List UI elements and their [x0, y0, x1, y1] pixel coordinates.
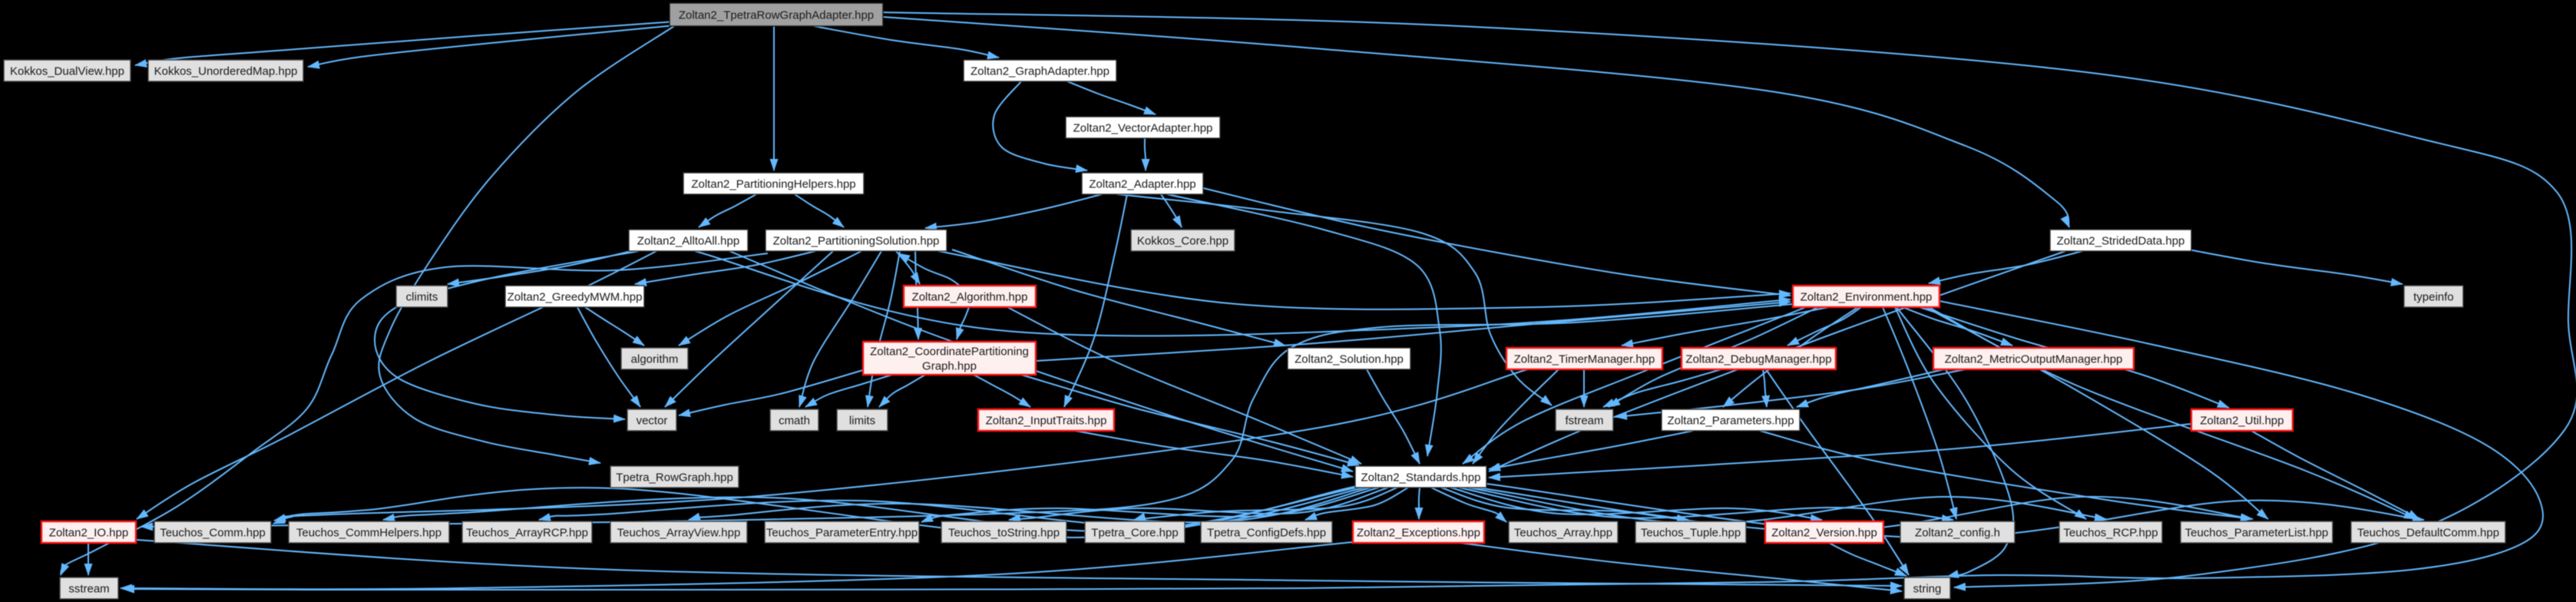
svg-text:sstream: sstream [68, 582, 109, 595]
svg-text:Zoltan2_Version.hpp: Zoltan2_Version.hpp [1771, 526, 1877, 539]
svg-text:Teuchos_RCP.hpp: Teuchos_RCP.hpp [2063, 526, 2158, 539]
svg-text:Zoltan2_PartitioningHelpers.hp: Zoltan2_PartitioningHelpers.hpp [691, 177, 855, 190]
svg-text:Zoltan2_StridedData.hpp: Zoltan2_StridedData.hpp [2057, 234, 2185, 247]
svg-text:Zoltan2_MetricOutputManager.hp: Zoltan2_MetricOutputManager.hpp [1945, 352, 2123, 366]
svg-text:Teuchos_ArrayView.hpp: Teuchos_ArrayView.hpp [617, 526, 741, 539]
svg-text:Zoltan2_Environment.hpp: Zoltan2_Environment.hpp [1801, 290, 1933, 303]
svg-text:Zoltan2_Solution.hpp: Zoltan2_Solution.hpp [1295, 352, 1404, 366]
svg-text:Zoltan2_PartitioningSolution.h: Zoltan2_PartitioningSolution.hpp [773, 234, 940, 247]
svg-text:Tpetra_RowGraph.hpp: Tpetra_RowGraph.hpp [616, 471, 733, 484]
svg-text:Teuchos_ArrayRCP.hpp: Teuchos_ArrayRCP.hpp [466, 526, 588, 539]
svg-text:Teuchos_ParameterEntry.hpp: Teuchos_ParameterEntry.hpp [766, 526, 918, 539]
svg-text:Kokkos_Core.hpp: Kokkos_Core.hpp [1137, 234, 1228, 247]
svg-text:Zoltan2_Standards.hpp: Zoltan2_Standards.hpp [1361, 471, 1481, 484]
svg-text:Teuchos_Comm.hpp: Teuchos_Comm.hpp [160, 526, 266, 539]
svg-text:Zoltan2_GraphAdapter.hpp: Zoltan2_GraphAdapter.hpp [971, 64, 1109, 78]
svg-text:Zoltan2_VectorAdapter.hpp: Zoltan2_VectorAdapter.hpp [1073, 121, 1213, 134]
svg-text:Zoltan2_config.h: Zoltan2_config.h [1915, 526, 2000, 539]
svg-text:Zoltan2_IO.hpp: Zoltan2_IO.hpp [49, 526, 128, 539]
svg-text:Zoltan2_TpetraRowGraphAdapter.: Zoltan2_TpetraRowGraphAdapter.hpp [679, 8, 874, 22]
svg-text:Teuchos_toString.hpp: Teuchos_toString.hpp [948, 526, 1060, 539]
svg-text:Zoltan2_InputTraits.hpp: Zoltan2_InputTraits.hpp [986, 414, 1107, 427]
svg-text:Zoltan2_TimerManager.hpp: Zoltan2_TimerManager.hpp [1514, 352, 1655, 366]
svg-text:Zoltan2_DebugManager.hpp: Zoltan2_DebugManager.hpp [1685, 352, 1831, 366]
svg-text:Teuchos_ParameterList.hpp: Teuchos_ParameterList.hpp [2185, 526, 2329, 539]
svg-text:algorithm: algorithm [631, 352, 679, 366]
svg-text:typeinfo: typeinfo [2413, 290, 2454, 303]
svg-text:string: string [1913, 582, 1942, 595]
svg-text:Zoltan2_GreedyMWM.hpp: Zoltan2_GreedyMWM.hpp [508, 290, 643, 303]
svg-text:Zoltan2_Parameters.hpp: Zoltan2_Parameters.hpp [1667, 414, 1794, 427]
svg-text:Zoltan2_CoordinatePartitioning: Zoltan2_CoordinatePartitioning [870, 345, 1029, 358]
svg-text:Graph.hpp: Graph.hpp [922, 359, 977, 372]
svg-text:Kokkos_DualView.hpp: Kokkos_DualView.hpp [10, 64, 124, 78]
svg-text:Tpetra_ConfigDefs.hpp: Tpetra_ConfigDefs.hpp [1207, 526, 1326, 539]
svg-text:Zoltan2_Adapter.hpp: Zoltan2_Adapter.hpp [1089, 177, 1195, 190]
svg-text:limits: limits [849, 414, 875, 427]
svg-text:cmath: cmath [779, 414, 810, 427]
svg-text:Zoltan2_Exceptions.hpp: Zoltan2_Exceptions.hpp [1357, 526, 1480, 539]
svg-text:Kokkos_UnorderedMap.hpp: Kokkos_UnorderedMap.hpp [154, 64, 298, 78]
svg-text:Tpetra_Core.hpp: Tpetra_Core.hpp [1091, 526, 1178, 539]
svg-text:Zoltan2_Util.hpp: Zoltan2_Util.hpp [2200, 414, 2283, 427]
svg-text:Teuchos_Array.hpp: Teuchos_Array.hpp [1514, 526, 1612, 539]
svg-text:vector: vector [637, 414, 668, 427]
svg-text:Teuchos_Tuple.hpp: Teuchos_Tuple.hpp [1641, 526, 1741, 539]
svg-text:fstream: fstream [1565, 414, 1603, 427]
svg-text:Zoltan2_Algorithm.hpp: Zoltan2_Algorithm.hpp [912, 290, 1028, 303]
svg-text:Zoltan2_AlltoAll.hpp: Zoltan2_AlltoAll.hpp [637, 234, 739, 247]
svg-text:Teuchos_DefaultComm.hpp: Teuchos_DefaultComm.hpp [2357, 526, 2499, 539]
svg-text:Teuchos_CommHelpers.hpp: Teuchos_CommHelpers.hpp [296, 526, 441, 539]
svg-text:climits: climits [406, 290, 438, 303]
